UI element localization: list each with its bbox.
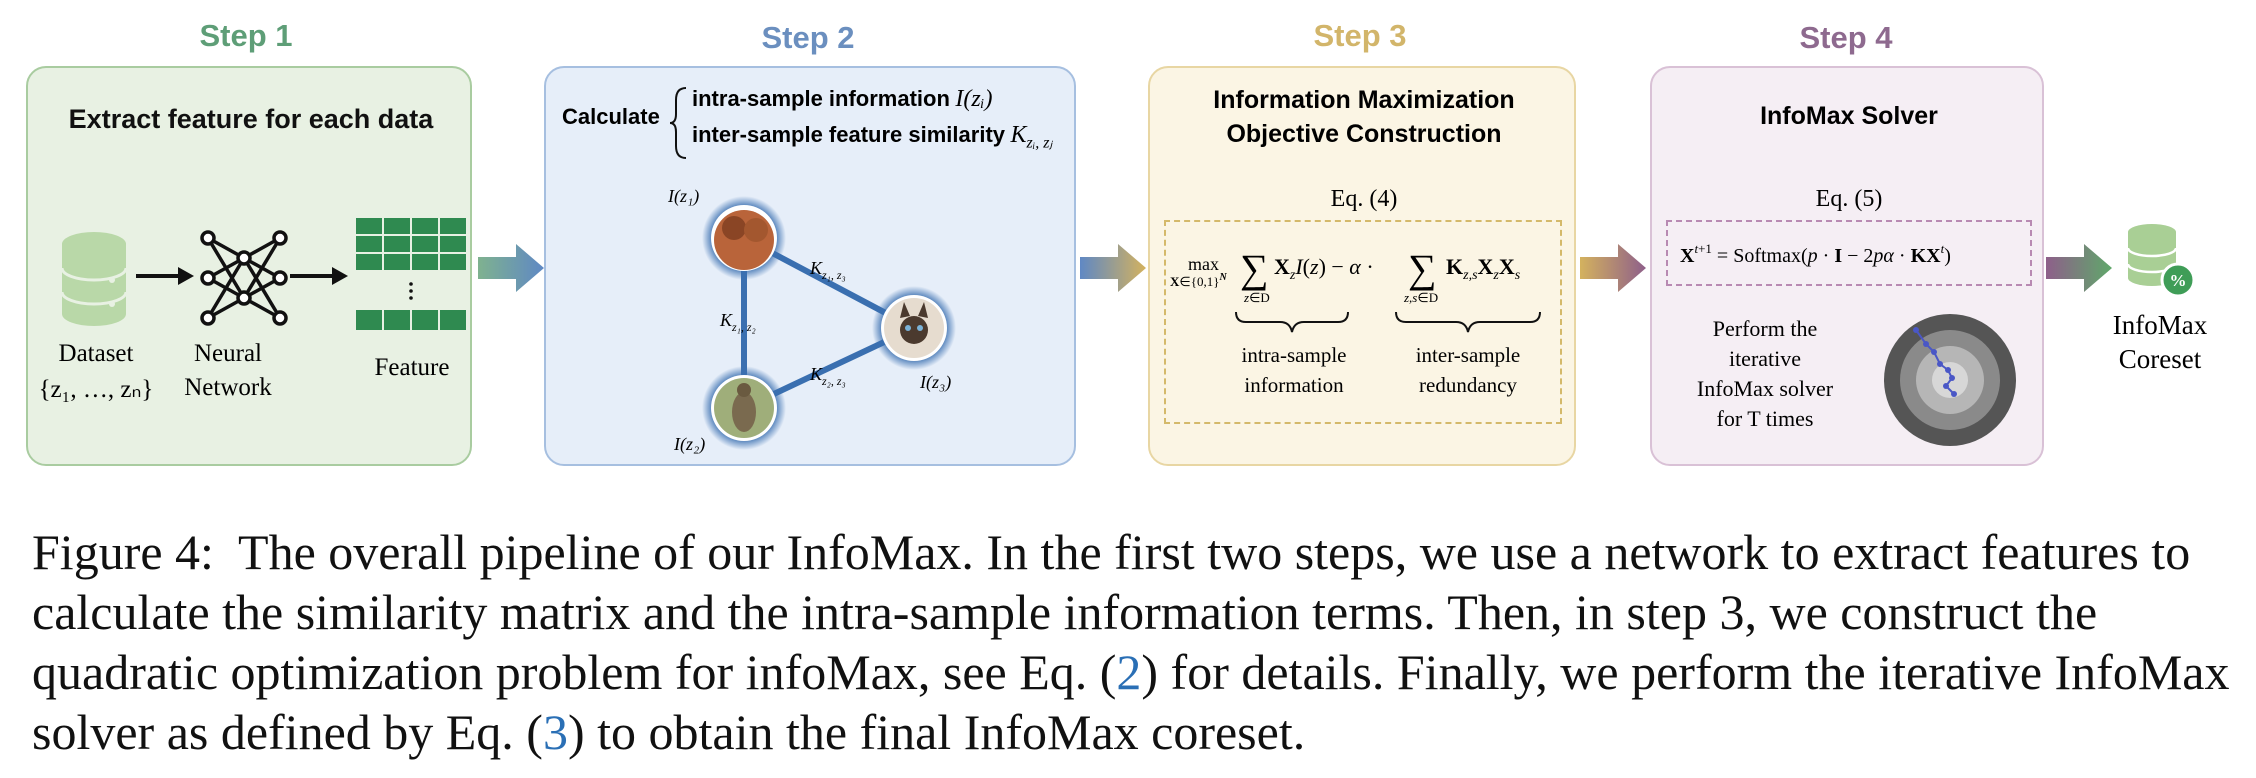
coreset-label-2: Coreset (2118, 344, 2202, 374)
flow-arrow-2-icon (1080, 244, 1146, 292)
svg-text:Xt+1 = Softmax(p · I − 2pα · K: Xt+1 = Softmax(p · I − 2pα · KXt) (1680, 241, 1951, 267)
network-label-1: Neural (193, 340, 263, 367)
arrow-right-icon (136, 267, 194, 285)
step-4-panel: InfoMax Solver Eq. (5) Xt+1 = Softmax(p … (1650, 66, 2044, 466)
step-2-panel: Calculate intra-sample information I(zᵢ)… (544, 66, 1076, 466)
svg-text:X∈{0,1}N: X∈{0,1}N (1170, 272, 1227, 289)
step-1-panel: Extract feature for each data Dataset {z… (26, 66, 472, 466)
svg-text:Kz,sXzXs: Kz,sXzXs (1446, 254, 1521, 283)
svg-text:z,s∈D: z,s∈D (1403, 290, 1438, 305)
node-label-z1: I(z₁) (667, 186, 699, 207)
inter-symbol: K (1010, 122, 1027, 148)
node-label-z2: I(z₂) (673, 434, 705, 455)
dog-image (714, 210, 774, 270)
neural-network-icon (200, 230, 288, 326)
solver-text-line-3: InfoMax solver (1696, 376, 1834, 401)
inter-label: inter-sample feature similarity (692, 122, 1006, 147)
solver-equation: Xt+1 = Softmax(p · I − 2pα · KXt) (1680, 241, 1951, 267)
step-4-heading: InfoMax Solver (1760, 102, 1938, 130)
arrow-right-icon (290, 267, 348, 285)
similarity-graph: I(z₁) I(z₂) I(z₃) Kz₁, z₂ Kz₁, z₃ Kz₂, z… (667, 186, 956, 455)
convergence-target-icon (1884, 314, 2016, 446)
step-1-title: Step 1 (199, 18, 293, 53)
svg-text:∑: ∑ (1408, 246, 1437, 291)
eq5-ref: Eq. (5) (1815, 186, 1883, 212)
edge-label-k12: Kz₁, z₂ (719, 310, 756, 334)
caption-text-3: ) to obtain the final InfoMax coreset. (567, 704, 1306, 760)
edge-label-k13: Kz₁, z₃ (809, 258, 846, 282)
svg-text:XzI(z) − α ·: XzI(z) − α · (1274, 254, 1374, 283)
node-label-z3: I(z₃) (919, 372, 951, 393)
flow-arrow-3-icon (1580, 244, 1646, 292)
solver-text-line-2: iterative (1728, 346, 1802, 371)
figure-caption: Figure 4: The overall pipeline of our In… (32, 522, 2232, 762)
step-3-title: Step 3 (1313, 18, 1407, 53)
solver-text-line-4: for T times (1716, 406, 1814, 431)
brace-left-label-1: intra-sample (1242, 343, 1347, 367)
eq-ref-link-2[interactable]: 2 (1116, 644, 1142, 700)
brace-left-label-2: information (1244, 373, 1344, 397)
brace-icon (669, 87, 687, 159)
inter-subscript: zᵢ, zⱼ (1026, 134, 1053, 152)
dataset-set: {z₁, …, zₙ} (38, 376, 154, 403)
coreset-label-1: InfoMax (2112, 310, 2208, 340)
network-label-2: Network (184, 374, 272, 401)
database-icon (60, 232, 128, 326)
brace-right-label-2: redundancy (1419, 373, 1517, 397)
objective-equation: max X∈{0,1}N ∑ z∈D XzI(z) − α · ∑ z,s∈D … (1170, 246, 1541, 397)
caption-text-1: The overall pipeline of our InfoMax. In … (32, 524, 2191, 700)
brace-right-label-1: inter-sample (1416, 343, 1521, 367)
step-3-heading-2: Objective Construction (1226, 120, 1502, 148)
feature-matrix-icon (356, 218, 466, 330)
step-3-heading-1: Information Maximization (1213, 86, 1515, 114)
svg-text:max: max (1188, 254, 1219, 274)
eq4-ref: Eq. (4) (1330, 186, 1398, 212)
svg-text:∑: ∑ (1240, 246, 1269, 291)
flow-arrow-4-icon (2046, 244, 2112, 292)
dataset-label: Dataset (58, 340, 134, 367)
coreset-database-icon: % (2126, 224, 2196, 298)
solver-description: Perform the iterative InfoMax solver for… (1670, 314, 1860, 434)
svg-text:%: % (2170, 271, 2187, 290)
solver-text-line-1: Perform the (1712, 316, 1818, 341)
step-1-heading: Extract feature for each data (68, 104, 434, 134)
solver-equation-box: Xt+1 = Softmax(p · I − 2pα · KXt) (1666, 220, 2032, 286)
svg-text:z∈D: z∈D (1243, 290, 1270, 305)
step-4-title: Step 4 (1799, 20, 1893, 55)
edge-label-k23: Kz₂, z₃ (809, 364, 846, 388)
feature-label: Feature (374, 354, 450, 381)
step-2-title: Step 2 (761, 20, 855, 55)
equation-box: max X∈{0,1}N ∑ z∈D XzI(z) − α · ∑ z,s∈D … (1164, 220, 1562, 424)
intra-label: intra-sample information (692, 86, 950, 111)
intra-line: intra-sample information I(zᵢ) (692, 86, 993, 113)
figure-label: Figure 4: (32, 524, 214, 580)
calculate-label: Calculate (562, 104, 660, 129)
caption-text-2: ) for details. Finally, we perform the i… (32, 644, 2230, 760)
eq-ref-link-3[interactable]: 3 (542, 704, 568, 760)
step-3-panel: Information Maximization Objective Const… (1148, 66, 1576, 466)
flow-arrow-1-icon (478, 244, 544, 292)
inter-line: inter-sample feature similarity Kzᵢ, zⱼ (692, 122, 1052, 152)
intra-symbol: I(zᵢ) (955, 86, 993, 112)
